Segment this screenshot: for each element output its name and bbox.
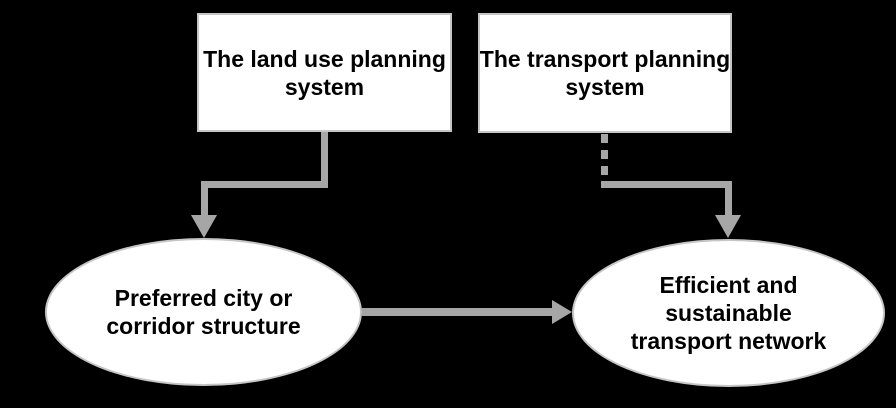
ellipse-label-line: transport network bbox=[630, 328, 827, 354]
land-use-connector-horizontal-segment bbox=[201, 181, 328, 188]
transport-connector-dotted-segment bbox=[601, 134, 608, 181]
transport-planning-box: The transport planning system bbox=[478, 13, 732, 133]
right-arrowhead-icon bbox=[552, 300, 572, 324]
land-use-connector-vertical-segment bbox=[321, 132, 328, 185]
city-structure-ellipse: Preferred city or corridor structure bbox=[45, 238, 362, 386]
down-arrowhead-icon bbox=[715, 215, 741, 238]
land-use-planning-box: The land use planning system bbox=[197, 13, 452, 132]
land-use-connector-drop-segment bbox=[201, 186, 208, 216]
ellipse-label-line: Preferred city or bbox=[114, 285, 293, 311]
flow-arrow-shaft bbox=[362, 308, 553, 316]
ellipse-label-line: Efficient and bbox=[659, 272, 798, 298]
transport-connector-drop-segment bbox=[725, 186, 732, 216]
box-label-line: The land use planning bbox=[203, 45, 446, 72]
ellipse-label-line: corridor structure bbox=[106, 313, 301, 339]
down-arrowhead-icon bbox=[191, 215, 217, 238]
box-label-line: system bbox=[565, 74, 645, 100]
box-label-line: The transport planning bbox=[479, 46, 731, 72]
transport-network-ellipse: Efficient and sustainable transport netw… bbox=[572, 239, 885, 387]
box-label-line: system bbox=[284, 73, 365, 100]
transport-connector-horizontal-segment bbox=[601, 181, 732, 188]
ellipse-label-line: sustainable bbox=[665, 300, 792, 326]
